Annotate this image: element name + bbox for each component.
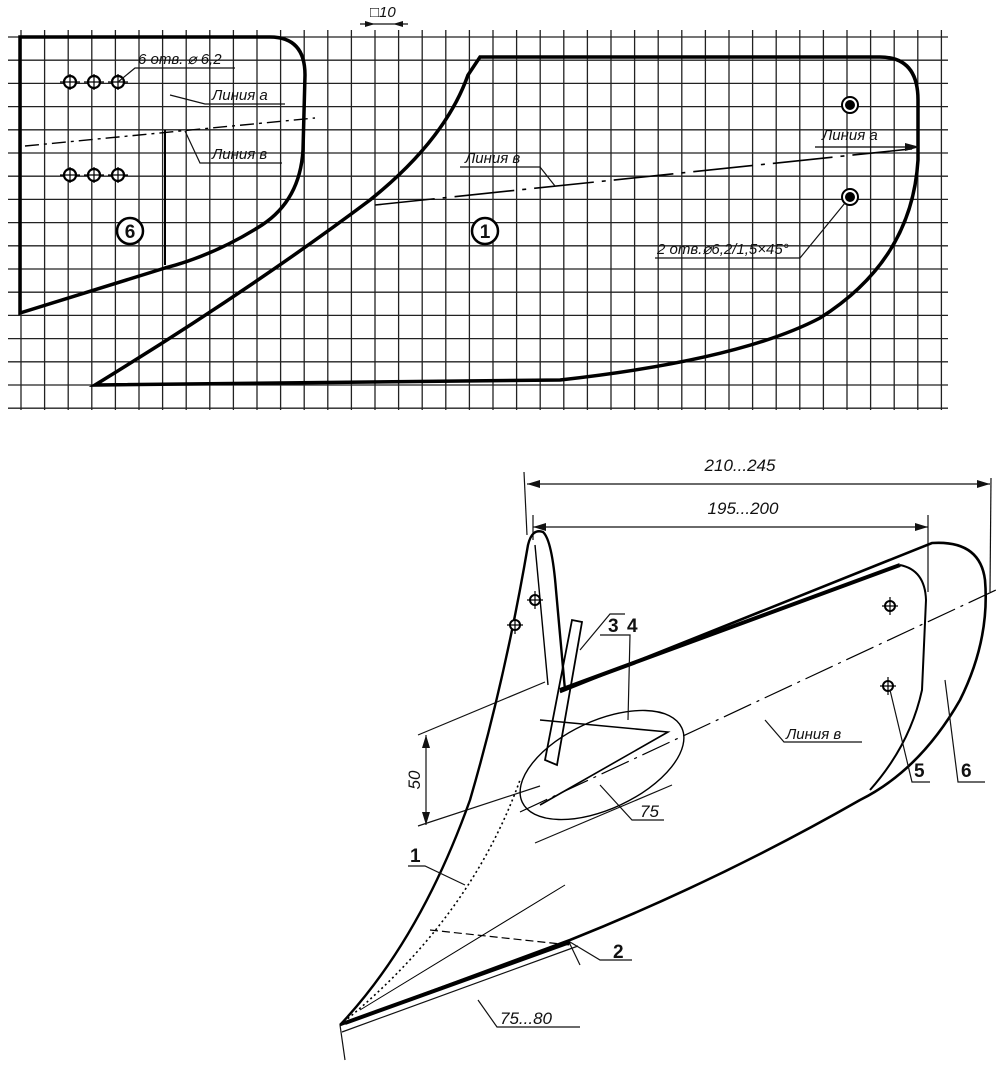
hole-crosshair [880, 677, 896, 695]
callout-3: 3 [608, 616, 619, 637]
hole-crosshair [84, 167, 104, 183]
part6-line-a-label: Линия а [211, 87, 268, 104]
part1-holes-note: 2 отв.⌀6,2/1,5×45° [656, 241, 789, 258]
callout-2: 2 [613, 942, 624, 963]
callout-leaders [408, 613, 985, 886]
hole-crosshair [507, 616, 523, 634]
dim-inner: 195...200 [708, 499, 779, 518]
dim-overall: 210...245 [704, 456, 776, 475]
part6-line-v-label: Линия в [211, 146, 267, 163]
dim-75: 75 [640, 802, 659, 821]
scale-marker: □10 [360, 4, 408, 27]
hole-crosshair [60, 167, 80, 183]
part6-id: 6 [125, 222, 136, 243]
hole-crosshair [882, 597, 898, 615]
part6-annotations [117, 67, 285, 164]
grid-paper [8, 30, 948, 410]
part6-id-circle [115, 216, 145, 246]
part1-holes [841, 96, 859, 206]
part1-pattern [88, 55, 921, 387]
scale-label: □10 [370, 4, 396, 21]
hole-crosshair [60, 74, 80, 90]
part1-id-circle [470, 216, 500, 246]
part6-pattern [18, 35, 316, 316]
part6-holes-note: 6 отв. ⌀ 6,2 [138, 51, 222, 68]
hole-crosshair [108, 167, 128, 183]
callout-5: 5 [914, 761, 925, 782]
part6-holes [60, 74, 128, 183]
assembly-line-v-label: Линия в [785, 726, 841, 743]
assembly-dimensions [339, 471, 992, 1061]
plough-body [339, 530, 997, 1027]
assembly-holes [507, 591, 898, 695]
dim-blade: 75...80 [500, 1009, 553, 1028]
hole-crosshair [84, 74, 104, 90]
part1-id: 1 [480, 222, 491, 243]
hole-crosshair [527, 591, 543, 609]
callout-6: 6 [961, 761, 972, 782]
line-a-arrow [905, 143, 920, 151]
part1-line-a-label: Линия а [821, 127, 878, 144]
dim-height: 50 [405, 770, 424, 789]
part1-leaders [460, 166, 846, 259]
callout-1: 1 [410, 846, 421, 867]
callout-4: 4 [627, 616, 638, 637]
part1-line-v-label: Линия в [464, 150, 520, 167]
